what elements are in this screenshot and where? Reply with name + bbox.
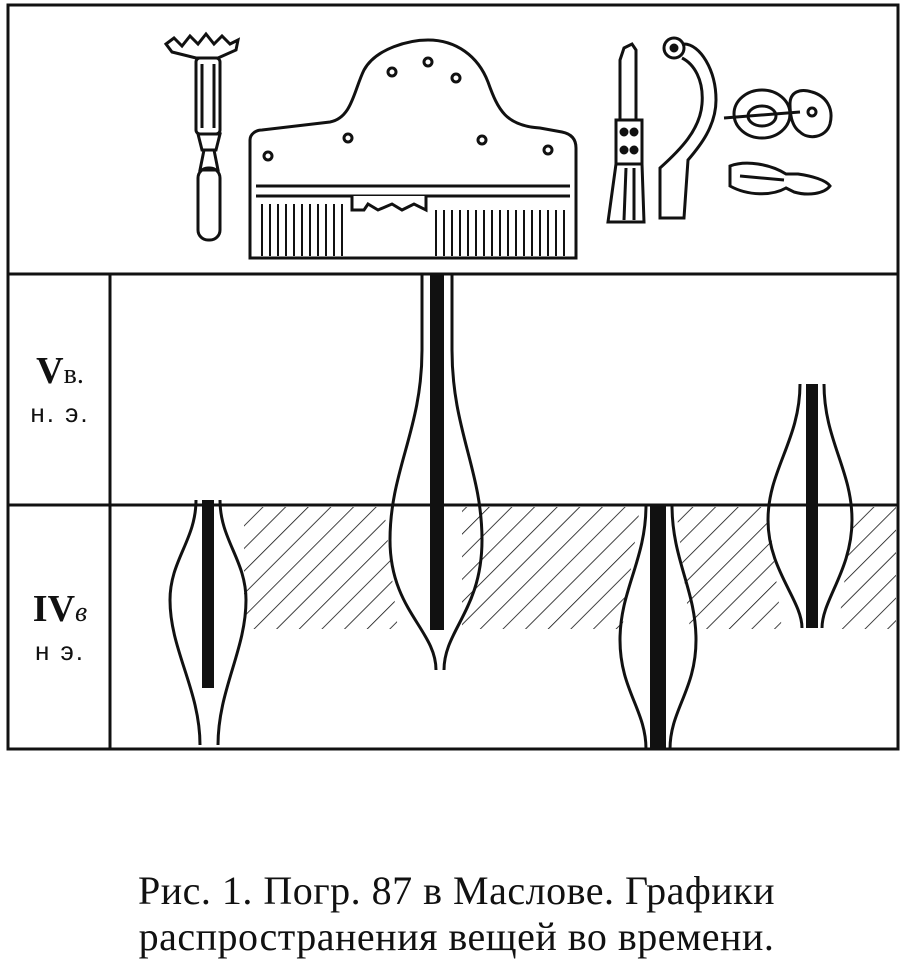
figure-caption: Рис. 1. Погр. 87 в Маслове. Графики расп… [0,868,913,960]
fibula-icon [658,36,718,220]
row-label-v-century: Vв. н. э. [14,352,106,426]
row-label-iv-century: IVв н э. [14,590,106,664]
century-v-era: н. э. [30,398,90,428]
distribution-graph-fibula [766,383,854,629]
comb-pin-icon [163,31,241,242]
caption-line-2: распространения вещей во времени. [138,914,775,959]
distribution-graph-pin [168,499,248,746]
hatch-gap-1 [112,507,244,629]
figure-frame [6,3,900,751]
century-iv-era: н э. [34,636,86,666]
distribution-graph-comb [388,274,484,671]
bone-comb-icon [248,38,578,260]
buckle-icon [723,88,833,140]
clasp-icon [728,161,832,196]
distribution-graph-knife [618,504,698,750]
knife-icon [606,42,646,224]
century-v-label: Vв. [36,350,84,392]
century-iv-label: IVв [32,588,88,630]
caption-line-1: Рис. 1. Погр. 87 в Маслове. Графики [137,868,776,913]
